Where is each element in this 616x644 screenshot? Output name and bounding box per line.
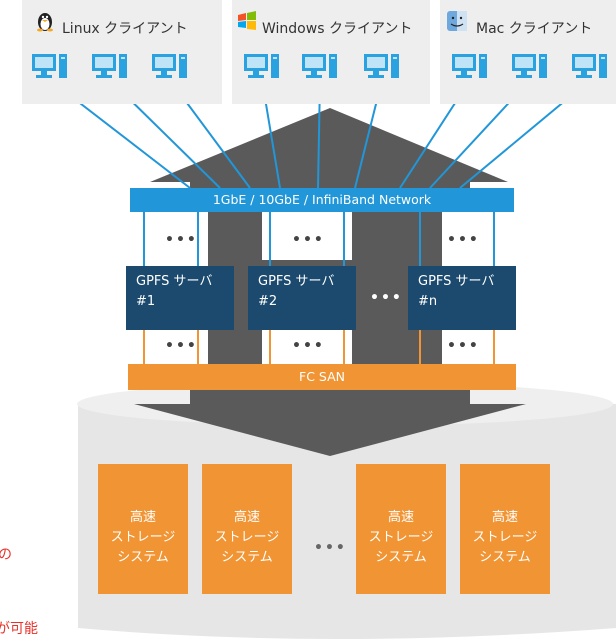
storage-line1: 高速	[491, 510, 518, 525]
storage-line1: 高速	[233, 510, 260, 525]
mac-finder-icon	[447, 11, 467, 31]
client-computer-icon	[244, 54, 279, 78]
client-computer-icon	[512, 54, 547, 78]
client-computer-icon	[452, 54, 487, 78]
client-computer-icon	[152, 54, 187, 78]
gpfs-server-1: GPFS サーバ #1	[126, 266, 234, 330]
client-computer-icon	[302, 54, 337, 78]
client-panel-mac	[440, 0, 616, 104]
server-id: #n	[418, 294, 438, 309]
server-id: #2	[258, 294, 278, 309]
client-panel-windows	[232, 0, 430, 104]
server-name: GPFS サーバ	[418, 274, 495, 289]
ellipsis-storage: •••	[314, 540, 347, 556]
windows-logo-icon	[238, 11, 256, 30]
storage-line3: システム	[375, 550, 427, 565]
side-text-fragment-2: が可能	[0, 621, 38, 637]
fc-san-bar: FC SAN	[128, 364, 516, 390]
ellipsis-lower-left: •••	[165, 338, 198, 354]
ellipsis-lower-center: •••	[292, 338, 325, 354]
network-bar: 1GbE / 10GbE / InfiniBand Network	[130, 188, 514, 212]
gpfs-server-2: GPFS サーバ #2	[248, 266, 356, 330]
storage-system-1: 高速 ストレージ システム	[98, 464, 188, 594]
server-name: GPFS サーバ	[258, 274, 335, 289]
storage-line2: ストレージ	[214, 530, 280, 545]
server-id: #1	[136, 294, 156, 309]
client-computer-icon	[32, 54, 67, 78]
client-label-mac: Mac クライアント	[476, 21, 593, 37]
client-panel-linux	[22, 0, 222, 104]
storage-line3: システム	[479, 550, 531, 565]
ellipsis-upper-center: •••	[292, 232, 325, 248]
ellipsis-lower-right: •••	[447, 338, 480, 354]
server-name: GPFS サーバ	[136, 274, 213, 289]
storage-system-2: 高速 ストレージ システム	[202, 464, 292, 594]
storage-line3: システム	[221, 550, 273, 565]
storage-line2: ストレージ	[472, 530, 538, 545]
client-computer-icon	[92, 54, 127, 78]
storage-line3: システム	[117, 550, 169, 565]
client-label-linux: Linux クライアント	[62, 21, 188, 37]
client-computer-icon	[572, 54, 607, 78]
storage-line2: ストレージ	[368, 530, 434, 545]
client-label-windows: Windows クライアント	[262, 21, 413, 37]
side-text-fragment-1: の	[0, 547, 12, 563]
linux-penguin-icon	[37, 13, 53, 32]
ellipsis-servers: •••	[370, 290, 403, 306]
storage-line1: 高速	[387, 510, 414, 525]
ellipsis-upper-left: •••	[165, 232, 198, 248]
storage-system-3: 高速 ストレージ システム	[356, 464, 446, 594]
client-computer-icon	[364, 54, 399, 78]
storage-line1: 高速	[129, 510, 156, 525]
ellipsis-upper-right: •••	[447, 232, 480, 248]
storage-line2: ストレージ	[110, 530, 176, 545]
storage-system-4: 高速 ストレージ システム	[460, 464, 550, 594]
gpfs-server-n: GPFS サーバ #n	[408, 266, 516, 330]
